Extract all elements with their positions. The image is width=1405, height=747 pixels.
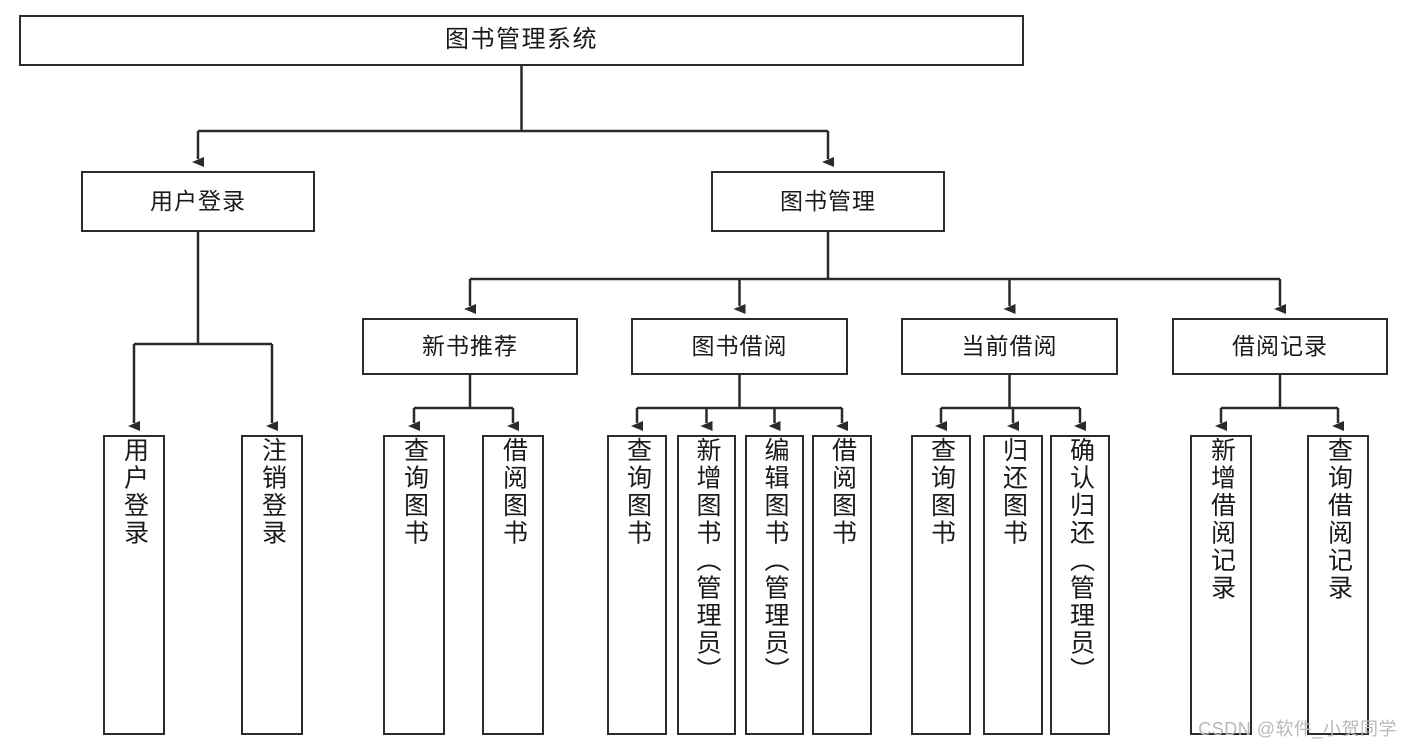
node-label: 确认归还（管理员）	[1066, 437, 1095, 685]
node-leaf-4[interactable]: 借阅图书	[482, 435, 544, 735]
node-label: 查询图书	[623, 437, 652, 547]
node-leaf-10[interactable]: 归还图书	[983, 435, 1043, 735]
node-label: 借阅图书	[828, 437, 857, 547]
node-leaf-13[interactable]: 查询借阅记录	[1307, 435, 1369, 735]
node-label: 编辑图书（管理员）	[761, 437, 789, 685]
node-leaf-11[interactable]: 确认归还（管理员）	[1050, 435, 1110, 735]
node-label: 图书管理	[780, 187, 876, 214]
node-leaf-3[interactable]: 查询图书	[383, 435, 445, 735]
node-label: 图书借阅	[691, 332, 788, 359]
node-label: 查询借阅记录	[1324, 437, 1353, 602]
node-label: 图书管理系统	[445, 26, 598, 54]
node-leaf-2[interactable]: 注销登录	[241, 435, 303, 735]
node-label: 借阅记录	[1232, 332, 1328, 359]
node-leaf-1[interactable]: 用户登录	[103, 435, 165, 735]
node-leaf-7[interactable]: 编辑图书（管理员）	[745, 435, 804, 735]
node-label: 新书推荐	[422, 332, 518, 359]
node-label: 查询图书	[400, 437, 429, 547]
node-book-mgmt[interactable]: 图书管理	[711, 171, 945, 232]
node-cur-borrow[interactable]: 当前借阅	[901, 318, 1118, 375]
node-label: 当前借阅	[961, 332, 1058, 359]
node-leaf-6[interactable]: 新增图书（管理员）	[677, 435, 736, 735]
node-leaf-12[interactable]: 新增借阅记录	[1190, 435, 1252, 735]
node-root[interactable]: 图书管理系统	[19, 15, 1024, 66]
node-book-borrow[interactable]: 图书借阅	[631, 318, 848, 375]
node-label: 新增借阅记录	[1207, 437, 1236, 602]
node-label: 用户登录	[150, 187, 246, 214]
node-leaf-9[interactable]: 查询图书	[911, 435, 971, 735]
node-label: 新增图书（管理员）	[693, 437, 721, 685]
node-label: 注销登录	[258, 437, 287, 547]
node-label: 借阅图书	[499, 437, 528, 547]
node-borrow-log[interactable]: 借阅记录	[1172, 318, 1388, 375]
node-label: 归还图书	[999, 437, 1028, 547]
watermark: CSDN @软件_小贺同学	[1198, 719, 1397, 739]
node-leaf-8[interactable]: 借阅图书	[812, 435, 872, 735]
node-leaf-5[interactable]: 查询图书	[607, 435, 667, 735]
node-label: 查询图书	[927, 437, 956, 547]
node-new-book-rec[interactable]: 新书推荐	[362, 318, 578, 375]
node-user-login[interactable]: 用户登录	[81, 171, 315, 232]
node-label: 用户登录	[120, 437, 149, 547]
